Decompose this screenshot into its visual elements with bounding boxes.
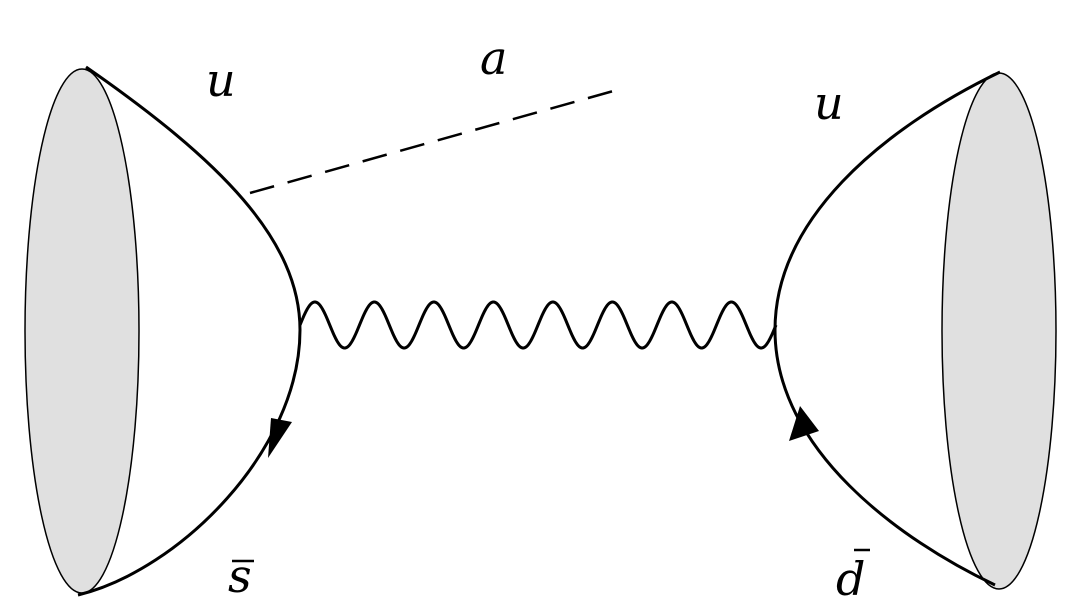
left-hadron-blob xyxy=(24,68,140,594)
label-a: a xyxy=(480,31,507,85)
label-u-right: u xyxy=(814,76,844,130)
label-d-bar: d xyxy=(836,552,865,606)
left-quark-line xyxy=(77,65,302,597)
wavy-boson-line xyxy=(298,300,778,350)
axion-dashed-line xyxy=(249,86,625,195)
label-s-bar: s xyxy=(228,549,252,603)
right-hadron-blob xyxy=(941,72,1057,590)
right-quark-arrow-icon xyxy=(789,406,819,441)
left-quark-arrow-icon xyxy=(268,418,292,458)
label-u-left: u xyxy=(206,53,236,107)
